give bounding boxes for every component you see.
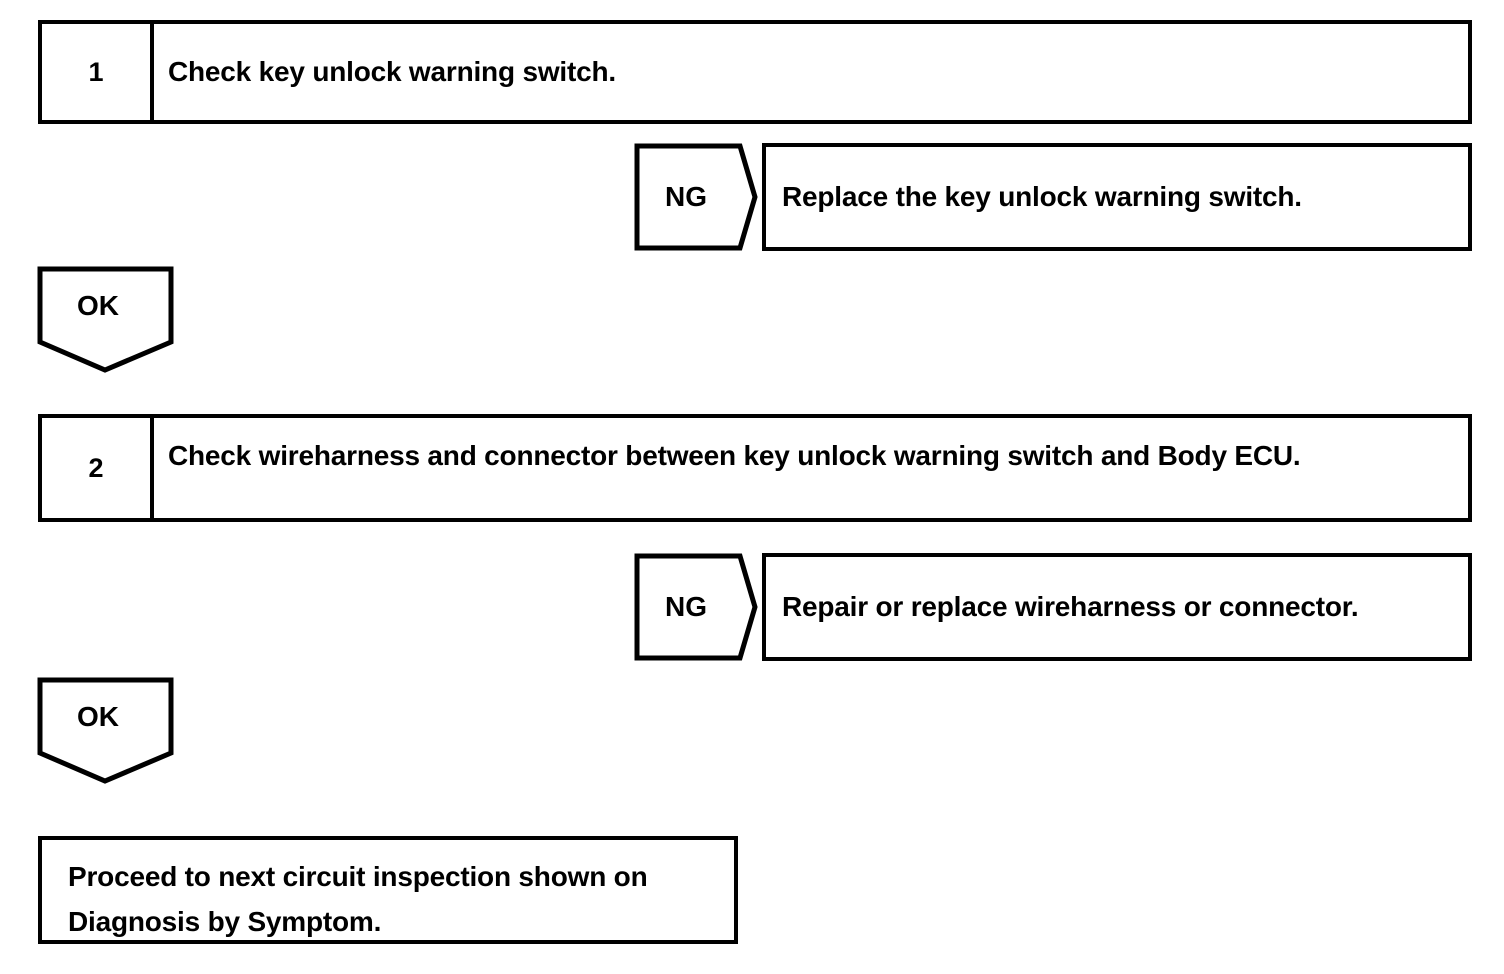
ok-pentagon-down-shape-icon xyxy=(37,677,174,784)
step-instruction-cell-2: Check wireharness and connector between … xyxy=(154,418,1468,518)
ng-action-box-1: Replace the key unlock warning switch. xyxy=(762,143,1472,251)
ng-arrow-tag-1: NG xyxy=(634,143,758,251)
step-number-2: 2 xyxy=(88,452,104,483)
step-instruction-2: Check wireharness and connector between … xyxy=(168,440,1301,471)
step-box-2: 2 Check wireharness and connector betwee… xyxy=(38,414,1472,522)
ok-arrow-tag-1: OK xyxy=(37,266,174,373)
terminal-line-1: Proceed to next circuit inspection shown… xyxy=(68,861,648,892)
terminal-line-2: Diagnosis by Symptom. xyxy=(68,906,382,938)
ng-arrow-tag-2: NG xyxy=(634,553,758,661)
ng-branch-1: NG Replace the key unlock warning switch… xyxy=(634,143,1472,251)
ng-pentagon-shape-icon xyxy=(634,143,758,251)
step-number-cell-1: 1 xyxy=(42,24,154,120)
ng-action-text-1: Replace the key unlock warning switch. xyxy=(782,181,1302,213)
step-number-1: 1 xyxy=(88,56,104,87)
ok-pentagon-down-shape-icon xyxy=(37,266,174,373)
ng-label-1: NG xyxy=(665,181,707,212)
ng-branch-2: NG Repair or replace wireharness or conn… xyxy=(634,553,1472,661)
step-number-cell-2: 2 xyxy=(42,418,154,518)
terminal-box: Proceed to next circuit inspection shown… xyxy=(38,836,738,944)
ok-label-2: OK xyxy=(77,701,119,732)
step-instruction-cell-1: Check key unlock warning switch. xyxy=(154,24,1468,120)
ok-label-1: OK xyxy=(77,290,119,321)
ng-action-box-2: Repair or replace wireharness or connect… xyxy=(762,553,1472,661)
step-box-1: 1 Check key unlock warning switch. xyxy=(38,20,1472,124)
ng-action-text-2: Repair or replace wireharness or connect… xyxy=(782,591,1359,623)
ng-pentagon-shape-icon xyxy=(634,553,758,661)
step-instruction-1: Check key unlock warning switch. xyxy=(168,56,616,88)
ng-label-2: NG xyxy=(665,591,707,622)
ok-arrow-tag-2: OK xyxy=(37,677,174,784)
